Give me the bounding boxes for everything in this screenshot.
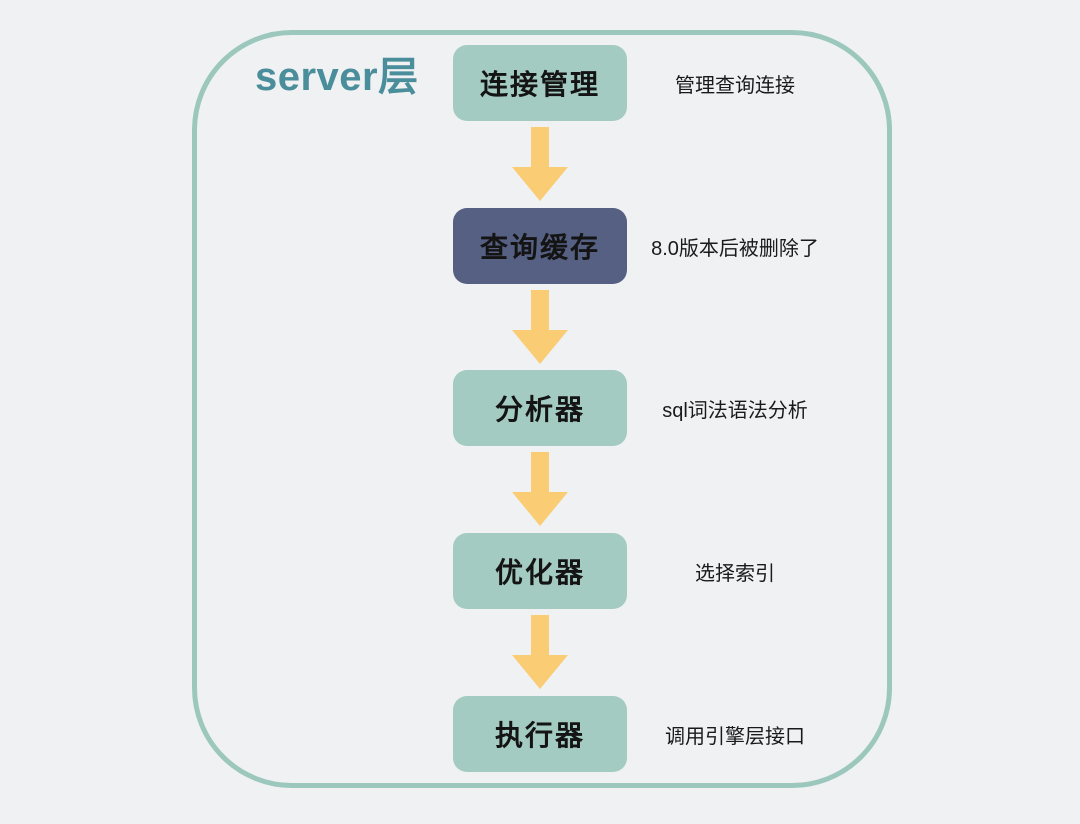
step-note-query-cache: 8.0版本后被删除了: [651, 237, 819, 260]
step-box-parser: 分析器: [453, 370, 627, 446]
step-note-parser: sql词法语法分析: [662, 399, 808, 422]
step-note-optimizer: 选择索引: [695, 562, 775, 585]
server-layer-frame: [192, 30, 892, 788]
step-box-optimizer: 优化器: [453, 533, 627, 609]
down-arrow-icon: [512, 615, 568, 689]
down-arrow-icon: [512, 452, 568, 526]
step-note-executor: 调用引擎层接口: [665, 725, 805, 748]
step-note-connection-management: 管理查询连接: [675, 74, 795, 97]
down-arrow-icon: [512, 290, 568, 364]
step-box-connection-management: 连接管理: [453, 45, 627, 121]
diagram-title: server层: [255, 55, 419, 99]
step-box-executor: 执行器: [453, 696, 627, 772]
step-box-query-cache: 查询缓存: [453, 208, 627, 284]
down-arrow-icon: [512, 127, 568, 201]
